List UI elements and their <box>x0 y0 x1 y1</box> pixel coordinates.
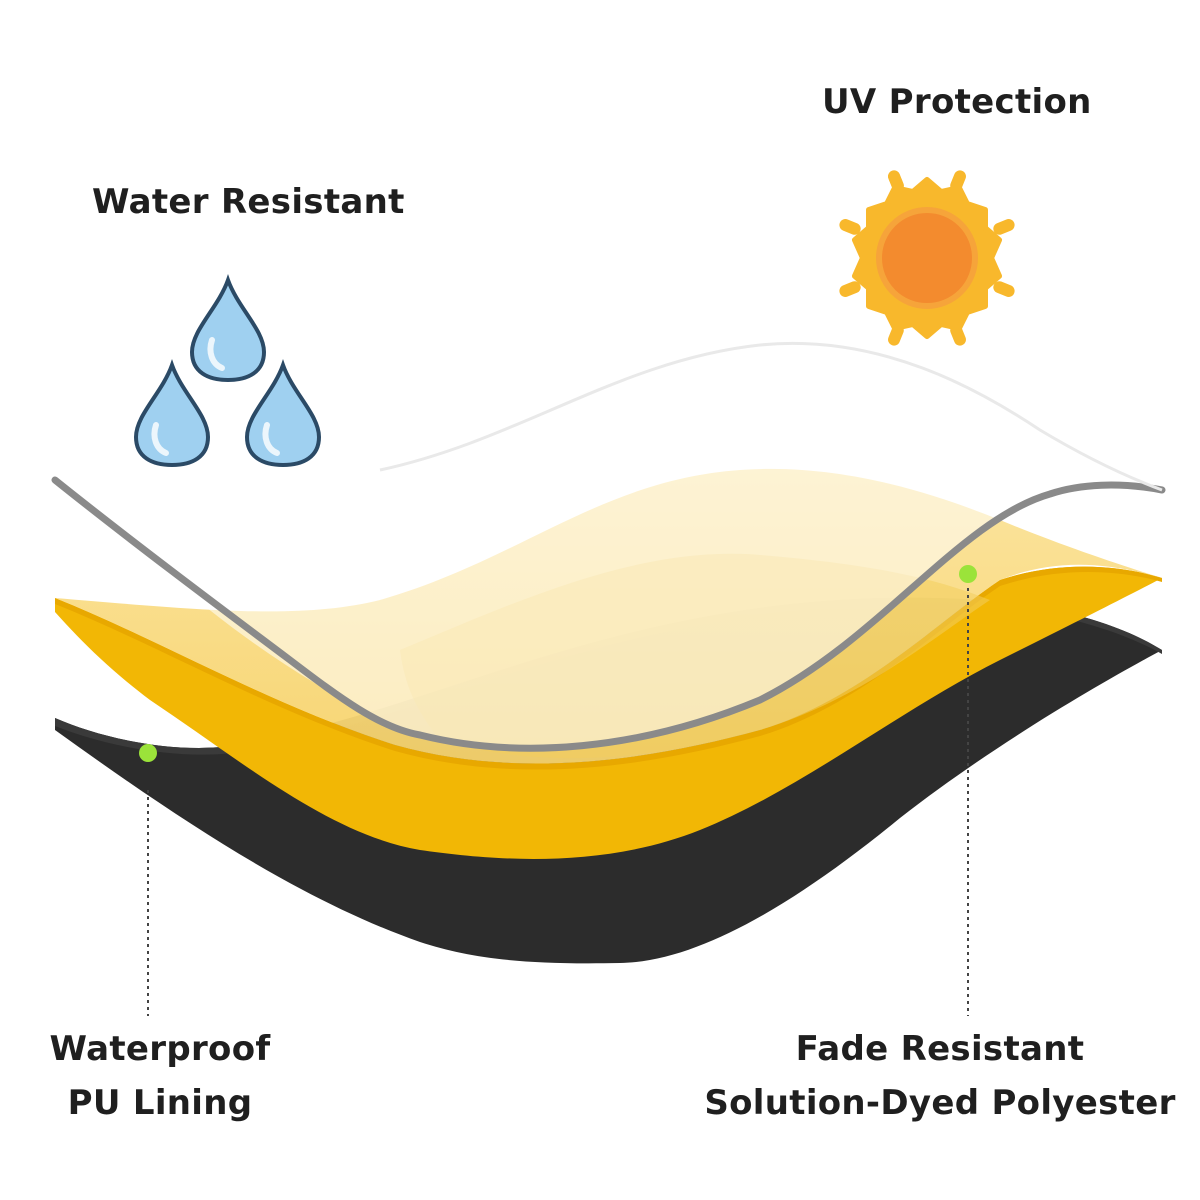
fade-resistant-label: Fade Resistant Solution-Dyed Polyester <box>700 1022 1180 1130</box>
fade-label-line2: Solution-Dyed Polyester <box>704 1083 1176 1123</box>
fade-label-line1: Fade Resistant <box>795 1029 1085 1069</box>
fade-resistant-marker <box>959 565 977 1016</box>
yellow-polyester-layer <box>55 566 1162 859</box>
sun-icon <box>839 170 1015 346</box>
waterproof-marker <box>139 744 157 1016</box>
water-resistant-label: Water Resistant <box>92 182 405 222</box>
waterproof-label-line1: Waterproof <box>49 1029 271 1069</box>
waterproof-label-line2: PU Lining <box>67 1083 253 1123</box>
waterproof-pu-lining-label: Waterproof PU Lining <box>20 1022 300 1130</box>
uv-protection-label: UV Protection <box>822 82 1092 122</box>
water-drop-icon <box>133 274 322 468</box>
clear-top-layer <box>51 341 1166 752</box>
